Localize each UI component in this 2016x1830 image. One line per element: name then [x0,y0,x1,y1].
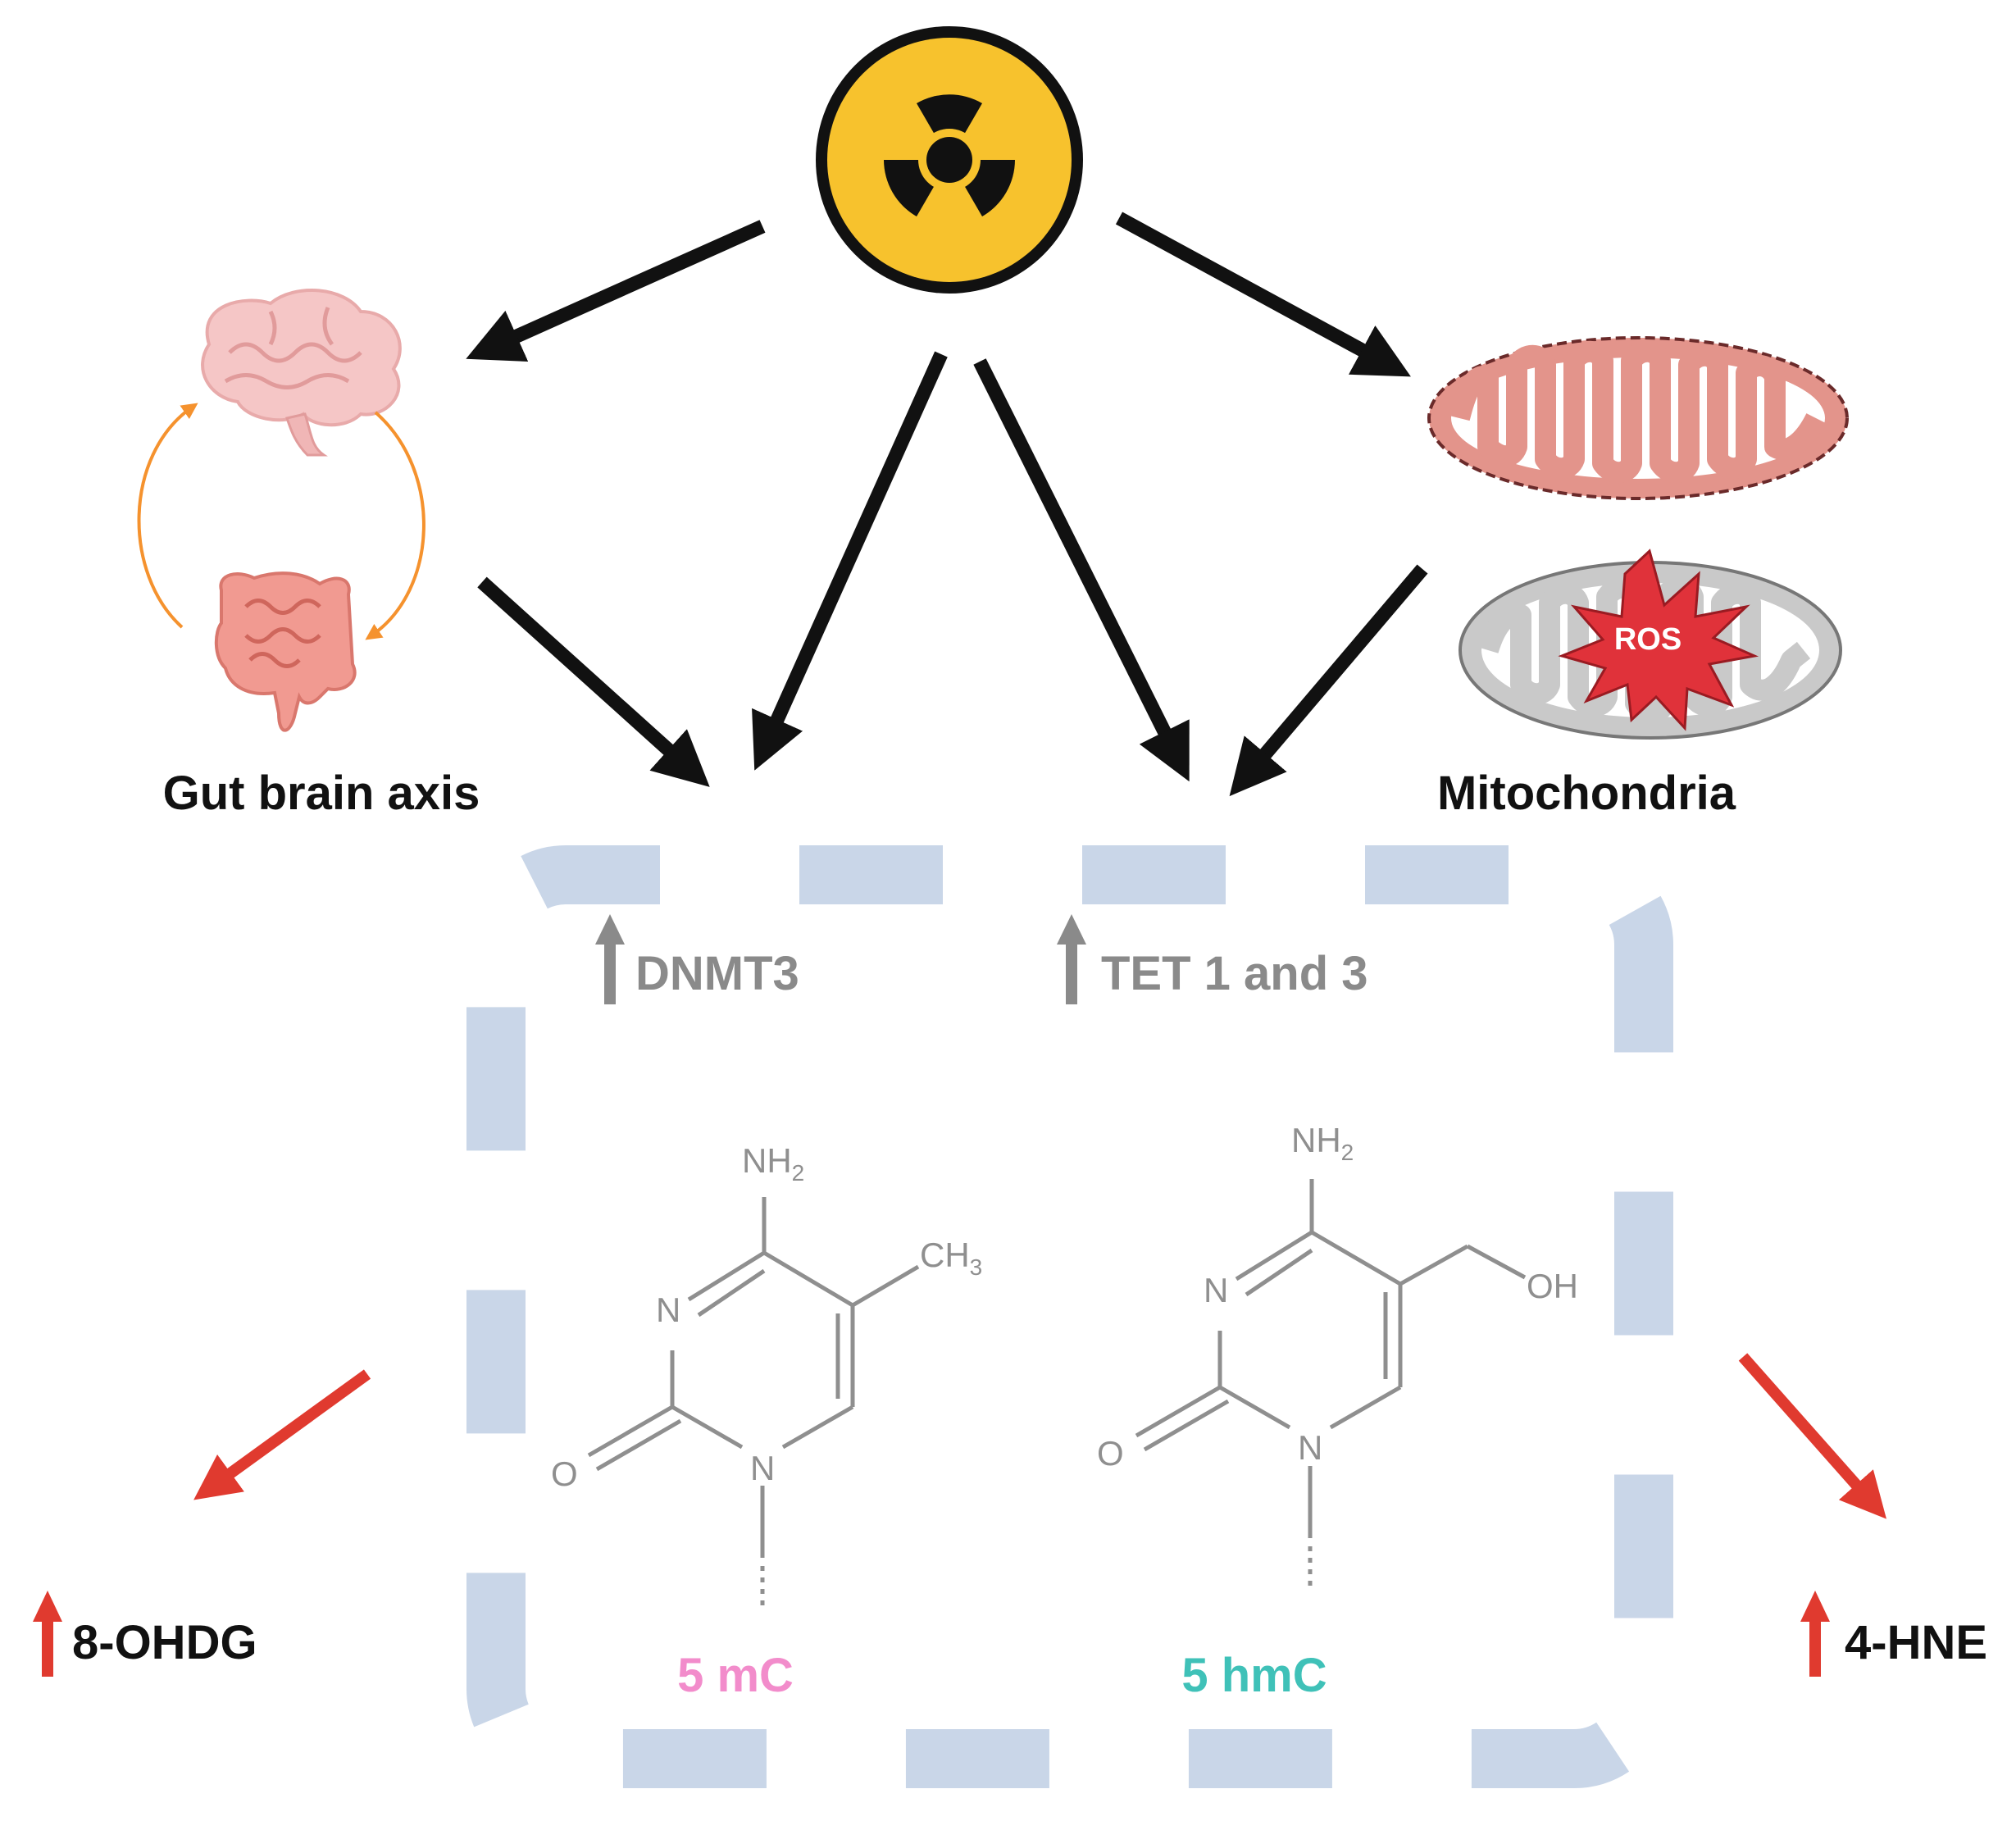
5mc-nh2: NH2 [742,1141,804,1186]
mitochondria-label: Mitochondria [1437,767,1736,820]
arrow-mitochondria-to-tet [1229,564,1428,797]
ros-label: ROS [1614,622,1682,657]
hne-up-arrow [1800,1591,1830,1677]
5mc-ch3: CH3 [920,1236,982,1280]
arrow-radiation-to-mitochondria [1115,212,1411,377]
5mc-oxygen: O [551,1454,578,1493]
5hmc-nh2: NH2 [1291,1121,1354,1165]
5hmc-oxygen: O [1097,1434,1124,1473]
5hmc-structure [1135,1179,1527,1591]
tet-up-arrow [1057,914,1086,1004]
axis-arrow-gut-to-brain [137,403,198,629]
arrow-gut-brain-to-dnmt3 [477,576,710,787]
intestine-icon [214,571,357,732]
dnmt3-up-arrow [595,914,625,1004]
ros-burst-icon [1558,549,1759,731]
radiation-icon [816,26,1083,294]
5hmc-oh: OH [1527,1267,1578,1305]
5hmc-ring-n: N [1204,1271,1228,1309]
arrow-radiation-to-gut-brain [466,220,766,362]
hne-label: 4-HNE [1845,1616,1987,1669]
5mc-ring-n: N [656,1291,680,1329]
ohdg-label: 8-OHDG [72,1616,257,1669]
arrow-to-8-ohdg [193,1369,371,1500]
5hmc-bottom-n: N [1298,1428,1322,1467]
axis-arrow-brain-to-gut [365,411,425,640]
arrow-to-4-hne [1738,1353,1886,1519]
arrow-radiation-to-tet [973,358,1190,782]
5hmc-label: 5 hmC [1181,1649,1327,1702]
ohdg-up-arrow [33,1591,62,1677]
epigenetic-dashed-box [466,845,1673,1788]
5mc-label: 5 mC [677,1649,794,1702]
tet-label: TET 1 and 3 [1101,947,1368,1000]
arrow-radiation-to-dnmt3 [752,351,948,771]
dnmt3-label: DNMT3 [635,947,799,1000]
gut-brain-axis-label: Gut brain axis [163,767,480,820]
5mc-bottom-n: N [750,1449,775,1487]
brain-icon [201,289,402,457]
mitochondrion-healthy-icon [1427,336,1849,500]
5mc-structure [587,1197,920,1607]
